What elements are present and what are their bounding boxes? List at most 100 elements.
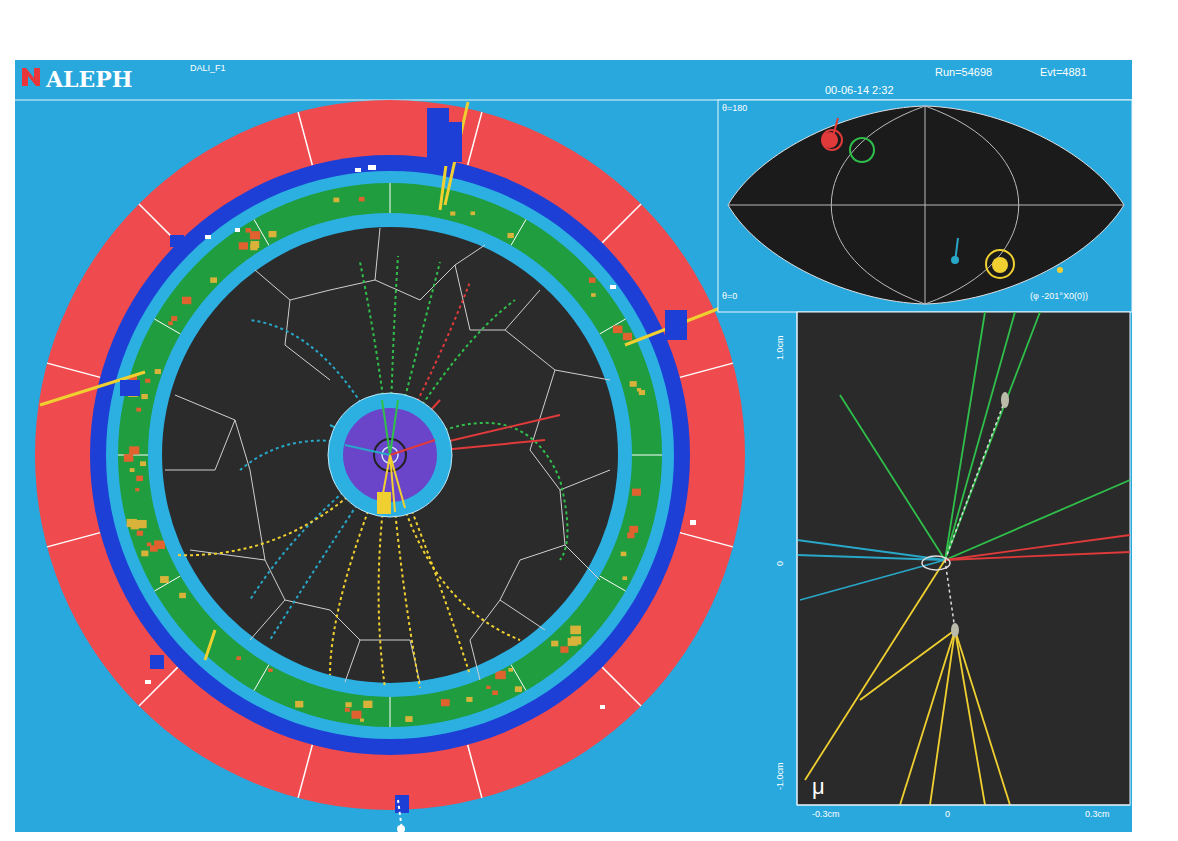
display-rect	[345, 708, 350, 712]
display-rect	[368, 165, 376, 170]
display-rect	[120, 380, 140, 396]
display-line	[390, 183, 391, 213]
display-line	[930, 630, 955, 805]
display-circle	[148, 213, 632, 697]
display-line	[797, 540, 945, 560]
display-polyline	[165, 395, 235, 470]
display-line	[900, 630, 955, 805]
display-line	[797, 805, 1130, 806]
display-rect	[690, 520, 696, 525]
display-line	[680, 533, 733, 547]
display-circle	[162, 227, 618, 683]
display-rect	[466, 697, 472, 702]
display-line	[205, 630, 215, 660]
display-g	[797, 312, 1130, 805]
display-rect	[268, 668, 272, 672]
display-line	[298, 745, 312, 798]
display-rect	[239, 242, 248, 249]
display-circle	[822, 132, 838, 148]
display-rect	[797, 312, 1130, 805]
display-rect	[168, 321, 173, 325]
display-rect	[333, 198, 339, 203]
display-g	[951, 256, 959, 264]
axis-tick: 0	[776, 561, 786, 566]
timestamp: 00-06-14 2:32	[825, 84, 894, 96]
display-line	[945, 312, 1040, 560]
display-rect	[450, 211, 455, 215]
display-line	[390, 400, 398, 455]
display-g	[945, 400, 1005, 630]
display-g	[175, 256, 568, 688]
display-circle	[992, 257, 1008, 273]
display-rect	[136, 408, 141, 412]
display-line	[945, 480, 1130, 560]
display-rect	[471, 211, 476, 215]
display-rect	[359, 197, 365, 201]
display-line	[797, 555, 945, 560]
axis-tick: -1.0cm	[776, 762, 786, 790]
display-rect	[610, 285, 616, 289]
display-rect	[129, 446, 139, 454]
display-rect	[250, 241, 259, 248]
display-rect	[621, 552, 627, 556]
display-line	[390, 455, 405, 508]
display-line	[254, 665, 269, 691]
axis-tick: 0.3cm	[1085, 810, 1110, 820]
display-rect	[145, 680, 151, 684]
display-ellipse	[922, 556, 950, 570]
display-rect	[179, 593, 186, 598]
axis-tick: 0	[945, 810, 950, 820]
axis-tick: 1.0cm	[776, 335, 786, 360]
display-rect	[124, 454, 134, 462]
display-circle	[850, 138, 874, 162]
display-line	[945, 552, 1130, 560]
display-rect	[127, 519, 137, 527]
display-rect	[363, 701, 372, 708]
display-g	[47, 112, 733, 798]
display-polyline	[375, 228, 485, 300]
display-circle	[35, 100, 745, 810]
display-line	[468, 745, 482, 798]
display-line	[797, 312, 798, 805]
display-line	[139, 667, 178, 706]
display-line	[625, 305, 728, 345]
display-circle	[328, 393, 452, 517]
display-circle	[951, 256, 959, 264]
display-line	[840, 395, 945, 560]
display-rect	[235, 228, 240, 232]
display-rect	[623, 576, 628, 580]
display-rect	[205, 235, 211, 239]
display-rect	[351, 711, 361, 719]
display-rect	[591, 293, 596, 297]
display-circle	[986, 250, 1014, 278]
display-line	[298, 112, 312, 165]
display-rect	[295, 701, 303, 708]
display-line	[602, 667, 641, 706]
display-rect	[405, 716, 412, 722]
display-rect	[170, 235, 184, 247]
display-line	[468, 112, 482, 165]
display-line	[154, 319, 180, 334]
display-rect	[141, 551, 148, 557]
axis-label: θ=180	[722, 104, 747, 114]
display-line	[345, 445, 390, 455]
display-line	[945, 400, 1005, 560]
display-line	[40, 372, 145, 405]
display-rect	[210, 277, 217, 282]
display-rect	[250, 231, 260, 239]
display-rect	[355, 168, 361, 172]
display-circle	[1057, 267, 1063, 273]
display-g	[118, 183, 662, 727]
display-line	[600, 576, 626, 591]
display-polyline	[290, 280, 375, 300]
display-line	[860, 630, 955, 700]
display-polyline	[505, 290, 610, 380]
display-rect	[136, 476, 143, 481]
display-g	[728, 106, 1124, 304]
display-g	[40, 102, 728, 660]
display-rect	[568, 638, 578, 646]
display-line	[602, 204, 641, 243]
display-line	[382, 400, 390, 455]
display-circle	[397, 825, 405, 833]
